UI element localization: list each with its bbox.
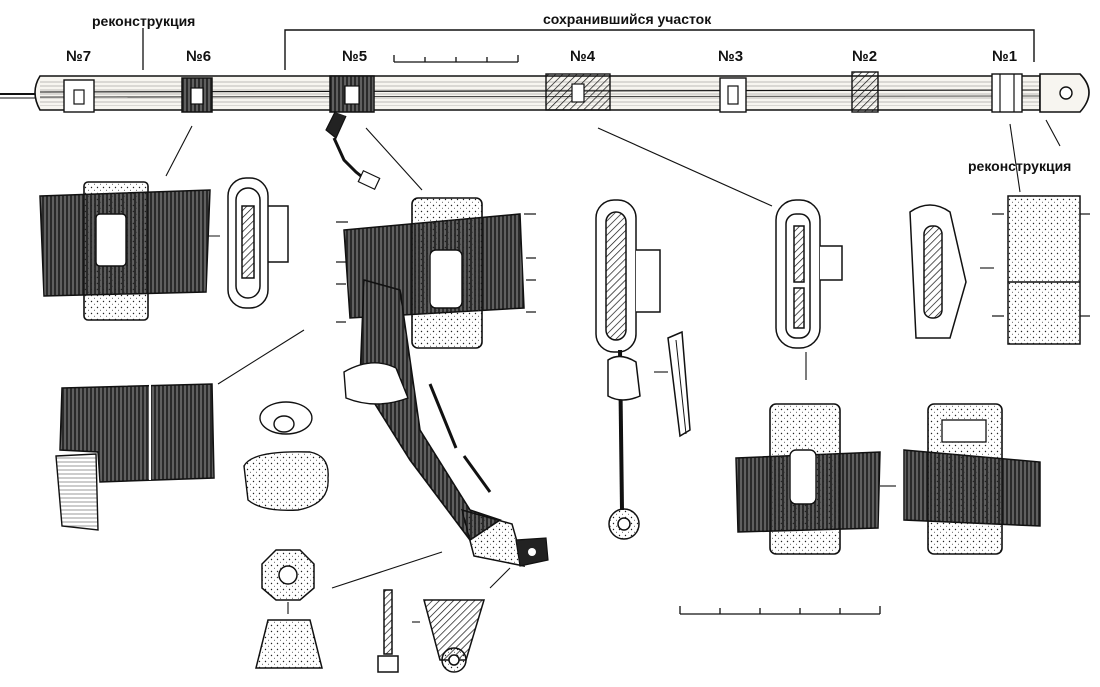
mount-label-1: №1 (992, 48, 1018, 65)
label-preserved-section: сохранившийся участок (543, 11, 712, 27)
detail-mount5-large (343, 197, 549, 567)
detail-mount6-section (227, 177, 289, 309)
detail-mount6-back (55, 383, 215, 531)
mount-6 (181, 77, 213, 113)
mount-label-4: №4 (570, 48, 596, 65)
scale-bar-top (393, 55, 519, 63)
mount-1 (991, 73, 1023, 113)
detail-mount3-section (775, 199, 843, 349)
label-reconstruction-left: реконструкция (92, 13, 196, 29)
belt-strip (0, 73, 1090, 113)
mount-3 (719, 77, 747, 113)
detail-ticks (336, 213, 1090, 323)
mount-5 (325, 75, 381, 191)
detail-mount3-front (735, 403, 881, 555)
mount-2 (851, 71, 879, 113)
mount-label-6: №6 (186, 48, 212, 65)
detail-mount4-section (595, 199, 691, 540)
mount-label-2: №2 (852, 48, 878, 65)
mount-label-5: №5 (342, 48, 368, 65)
mount-7 (63, 79, 95, 113)
detail-cord-tip (377, 589, 486, 673)
detail-mount6-front (39, 181, 211, 321)
scale-bar-bottom (679, 606, 881, 615)
mount-label-3: №3 (718, 48, 744, 65)
preserved-section-bracket (284, 29, 1035, 70)
detail-finial (255, 549, 323, 669)
detail-mount1-section (909, 195, 1081, 345)
detail-mount1-front (903, 403, 1041, 555)
label-reconstruction-right: реконструкция (968, 158, 1072, 174)
detail-ring-buckle (243, 401, 329, 511)
mount-4 (545, 73, 611, 111)
mount-label-7: №7 (66, 48, 92, 65)
